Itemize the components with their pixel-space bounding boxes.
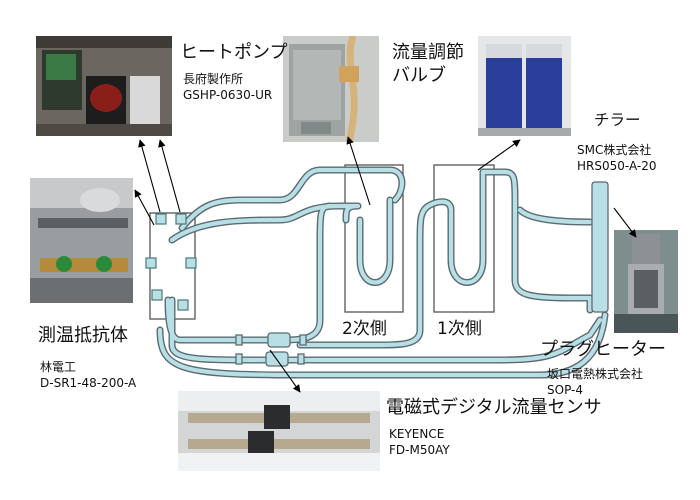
secondary-tank [344,164,404,313]
chiller-photo [478,36,571,136]
heat-pump-name: ヒートポンプ [180,42,288,63]
primary-side-label: 1次側 [437,319,482,339]
secondary-side-label: 2次側 [342,319,387,339]
chiller-maker: SMC株式会社 [577,143,652,157]
plug-heater-maker: 坂口電熱株式会社 [547,367,644,381]
plug-heater-photo [614,230,678,333]
heat-pump-maker: 長府製作所 [183,72,244,86]
rtd-name: 測温抵抗体 [38,325,128,346]
flow-sensor-name: 電磁式デジタル流量センサ [386,397,602,418]
flow-valve-name-line2: バルブ [392,65,446,86]
rtd-fittings [145,213,197,311]
callout-arrows [134,136,637,393]
pipes [156,166,609,379]
heat-pump-photo [36,36,172,136]
chiller-name: チラー [594,111,641,129]
flow-valve-photo [283,36,379,142]
heat-pump-model: GSHP-0630-UR [183,88,273,102]
plug-heater-body [591,181,609,313]
flow-sensor-photo [178,391,380,471]
plug-heater-model: SOP-4 [547,383,583,397]
rtd-model: D-SR1-48-200-A [40,376,137,390]
rtd-photo [30,178,133,303]
rtd-maker: 林電工 [40,360,77,374]
chiller-model: HRS050-A-20 [577,159,657,173]
flow-sensor-model: FD-M50AY [389,443,450,457]
plug-heater-name: プラグヒーター [540,339,666,360]
flow-sensor-maker: KEYENCE [389,427,445,441]
flow-valve-name-line1: 流量調節 [392,42,464,63]
